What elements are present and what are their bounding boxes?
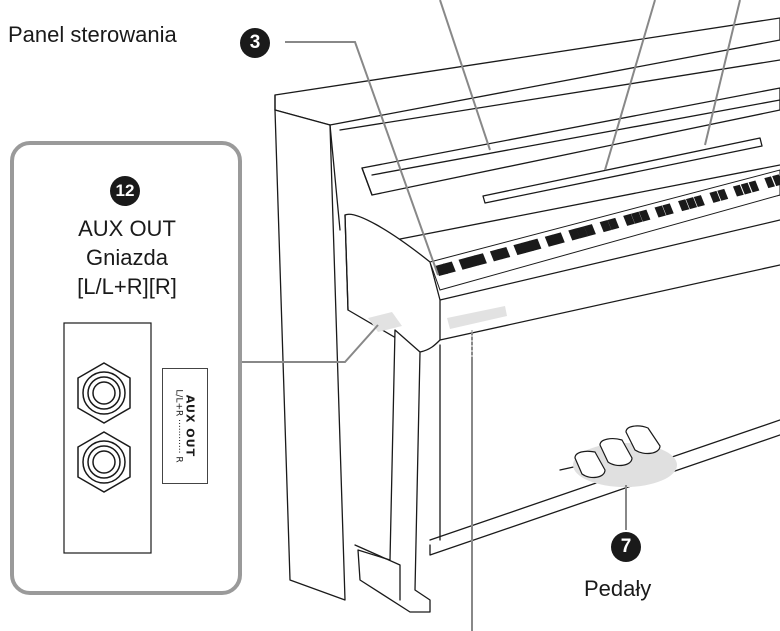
black-key	[576, 226, 589, 239]
aux-out-panel-label: AUX OUT L/L+R ············ R	[162, 368, 208, 484]
aux-out-title-line2: Gniazda	[86, 245, 168, 270]
piano-leg	[357, 329, 431, 613]
pedal-middle	[599, 438, 633, 467]
aux-out-panel-label-title: AUX OUT	[183, 394, 197, 458]
black-key	[442, 261, 456, 274]
black-key	[474, 253, 487, 266]
black-key	[772, 174, 780, 187]
aux-out-title-line1: AUX OUT	[78, 216, 176, 241]
black-key	[693, 195, 705, 207]
aux-out-panel-label-sub: L/L+R ············ R	[173, 389, 184, 463]
aux-jack-bottom-icon	[77, 431, 131, 493]
black-key	[732, 184, 744, 197]
black-key	[717, 188, 729, 201]
black-key	[607, 217, 620, 230]
pedals-label: Pedały	[584, 576, 652, 601]
leader-aux	[242, 324, 379, 363]
aux-out-title: AUX OUT Gniazda [L/L+R][R]	[14, 214, 240, 301]
black-key	[497, 246, 511, 260]
control-panel-number-badge: 3	[240, 28, 270, 58]
power-location-highlight	[447, 306, 507, 329]
black-key	[685, 197, 698, 210]
aux-out-title-line3: [L/L+R][R]	[77, 274, 177, 299]
black-keys	[435, 174, 780, 276]
black-key	[654, 205, 666, 218]
pedal-right	[625, 425, 661, 455]
aux-out-number-badge: 12	[110, 176, 140, 206]
black-key	[764, 176, 775, 189]
black-key	[599, 219, 612, 233]
leader-top-1	[439, 0, 491, 151]
leader-control-panel	[285, 41, 439, 276]
black-key	[631, 211, 643, 224]
black-key	[552, 232, 565, 245]
pedals-number-badge: 7	[611, 532, 641, 562]
black-key	[568, 228, 581, 241]
black-key	[623, 213, 635, 226]
black-key	[583, 224, 596, 237]
aux-jack-top-icon	[77, 362, 131, 424]
black-key	[638, 209, 651, 222]
black-key	[748, 180, 760, 193]
black-key	[740, 182, 752, 195]
pedal-left	[574, 450, 606, 479]
black-key	[662, 203, 674, 216]
control-panel-label: Panel sterowania	[8, 22, 177, 47]
leader-top-3	[704, 0, 741, 146]
leader-top-2	[604, 0, 656, 171]
black-key	[709, 190, 721, 203]
black-key	[678, 199, 690, 212]
piano-side-panel	[274, 109, 346, 601]
piano-cheek	[344, 213, 441, 353]
black-key	[529, 238, 542, 251]
